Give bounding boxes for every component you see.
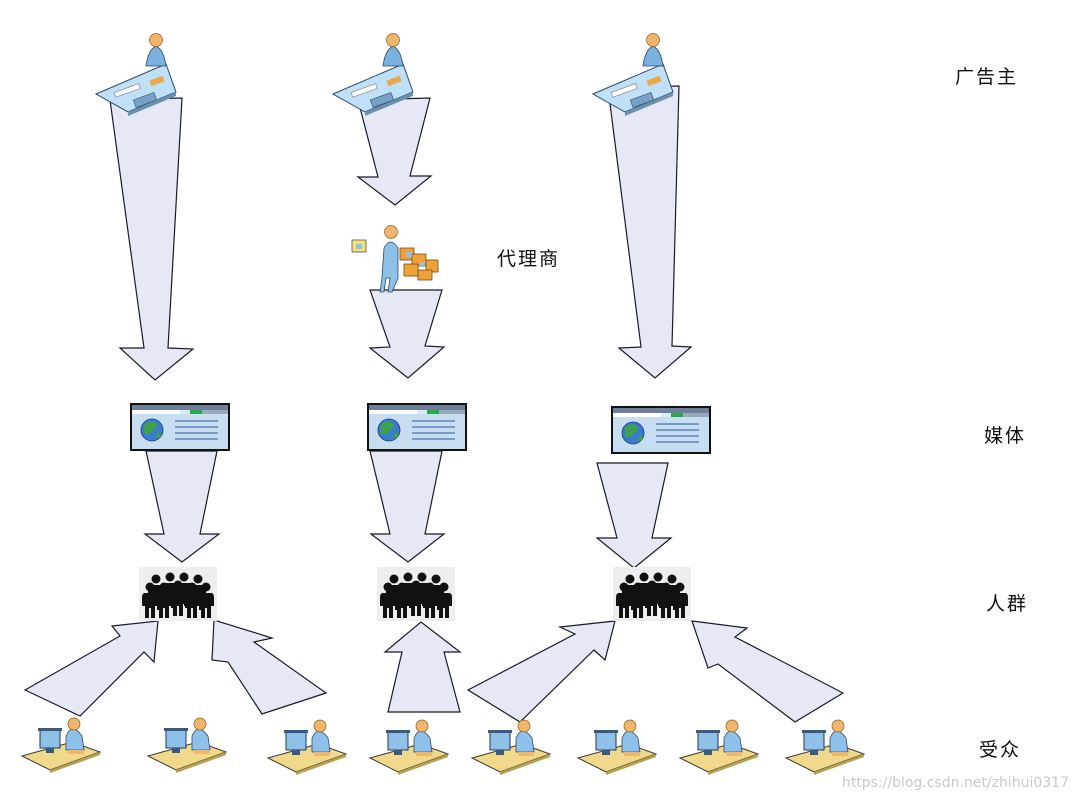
computer-user-icon [267,719,347,776]
watermark: https://blog.csdn.net/zhihui0317 [841,775,1069,791]
arrow-agency-to-media2 [368,289,446,379]
computer-user-icon [147,717,227,774]
arrow-adv1-to-media1 [109,97,195,381]
computer-user-icon [577,719,657,776]
crowd-row [139,567,691,621]
audience-row [21,717,865,776]
computer-user-icon [679,719,759,776]
crowd-icon [613,567,691,621]
arrow-aud8-to-crowd3 [691,620,845,723]
arrow-adv3-to-media3 [607,85,693,379]
webpage-globe-icon [611,406,711,454]
computer-user-icon [21,717,101,774]
computer-user-icon [471,719,551,776]
media-row [130,403,711,454]
arrow-media3-to-crowd3 [595,462,673,569]
arrow-adv2-to-agency [356,97,433,206]
arrow-media1-to-crowd1 [143,450,221,563]
label-media: 媒体 [984,425,1027,447]
webpage-globe-icon [367,403,467,451]
webpage-globe-icon [130,403,230,451]
arrow-aud4-to-crowd2 [383,621,462,713]
label-crowd: 人群 [986,593,1029,615]
arrow-aud1-to-crowd1 [23,620,159,717]
arrow-aud5-to-crowd3 [466,620,616,723]
crowd-icon [139,567,217,621]
computer-user-icon [369,719,449,776]
arrow-aud3-to-crowd1 [211,619,328,715]
crowd-icon [377,567,455,621]
label-advertiser: 广告主 [955,66,1019,88]
advertiser-row [95,33,674,117]
computer-user-icon [785,719,865,776]
person-with-boxes-icon [351,225,439,293]
label-audience: 受众 [979,739,1022,761]
label-agency: 代理商 [497,248,561,270]
arrow-media2-to-crowd2 [369,450,446,563]
